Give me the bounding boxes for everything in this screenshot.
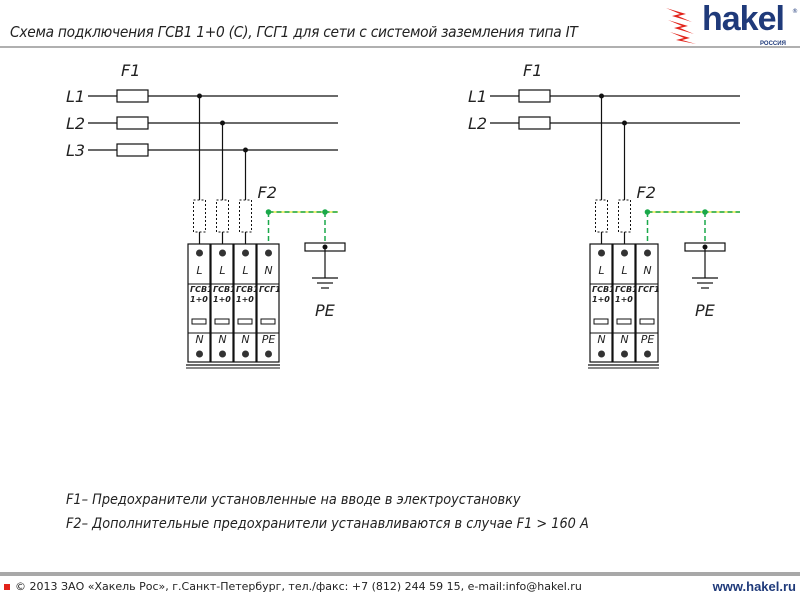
junction-dot (599, 93, 604, 99)
module-top-label: L (219, 264, 225, 277)
fuse-f1 (518, 89, 551, 103)
note-f1: F1– Предохранители установленные на ввод… (66, 492, 521, 508)
module-name: ГСВ1 (615, 285, 638, 294)
module-top-label: L (196, 264, 202, 277)
junction-dot (622, 120, 627, 126)
status-indicator (616, 318, 632, 325)
junction-dot (197, 93, 202, 99)
module-bottom-label: N (597, 333, 605, 346)
copyright-text: © 2013 ЗАО «Хакель Рос», г.Санкт-Петербу… (15, 580, 582, 593)
module-top-label: L (621, 264, 627, 277)
module-name: ГСВ1 (213, 285, 236, 294)
status-indicator (214, 318, 230, 325)
header-divider (0, 46, 800, 48)
lightning-icon (666, 8, 696, 44)
footer-divider (0, 572, 800, 576)
fuse-f2 (216, 199, 229, 233)
bullet-icon (4, 584, 10, 590)
fuse-f1 (116, 116, 149, 130)
terminal-icon (219, 350, 226, 358)
terminal-icon (621, 249, 628, 257)
fuse-f2 (618, 199, 631, 233)
terminal-icon (242, 249, 249, 257)
fuse-f1 (518, 116, 551, 130)
pe-label: PE (315, 301, 336, 320)
terminal-icon (242, 350, 249, 358)
status-indicator (639, 318, 655, 325)
module-name: ГСГ1 (259, 285, 281, 294)
notes: F1– Предохранители установленные на ввод… (66, 488, 589, 536)
fuse-f2-label: F2 (258, 183, 277, 202)
logo-wordmark: hakel (702, 0, 785, 38)
status-indicator (237, 318, 253, 325)
logo-registered: ® (792, 8, 798, 15)
junction-dot (644, 209, 651, 215)
module-bottom-label: N (620, 333, 628, 346)
fuse-f1-label: F1 (523, 61, 542, 80)
phase-label-l2: L2 (66, 114, 85, 133)
module-variant: 1+0 (615, 295, 633, 304)
page-title: Схема подключения ГСВ1 1+0 (С), ГСГ1 для… (10, 23, 578, 41)
logo-subtitle: РОССИЯ (760, 41, 786, 47)
phase-label-l3: L3 (66, 141, 85, 160)
phase-label-l2: L2 (468, 114, 487, 133)
status-indicator (260, 318, 276, 325)
website-link[interactable]: www.hakel.ru (712, 579, 796, 594)
terminal-icon (265, 249, 272, 257)
junction-dot (243, 147, 248, 153)
terminal-icon (598, 350, 605, 358)
module-name: ГСВ1 (236, 285, 259, 294)
status-indicator (593, 318, 609, 325)
module-variant: 1+0 (592, 295, 610, 304)
junction-dot (220, 120, 225, 126)
terminal-icon (598, 249, 605, 257)
pe-label: PE (695, 301, 716, 320)
fuse-f1-label: F1 (121, 61, 140, 80)
fuse-f2-label: F2 (637, 183, 656, 202)
footer-copyright: © 2013 ЗАО «Хакель Рос», г.Санкт-Петербу… (4, 580, 582, 593)
module-variant: 1+0 (213, 295, 231, 304)
module-bottom-label: N (241, 333, 249, 346)
junction-dot (265, 209, 272, 215)
status-indicator (191, 318, 207, 325)
fuse-f2 (239, 199, 252, 233)
terminal-icon (219, 249, 226, 257)
module-name: ГСГ1 (638, 285, 660, 294)
note-f2: F2– Дополнительные предохранители устана… (66, 516, 589, 532)
fuse-f1 (116, 89, 149, 103)
terminal-icon (621, 350, 628, 358)
terminal-icon (265, 350, 272, 358)
module-bottom-label: PE (641, 333, 655, 346)
module-variant: 1+0 (236, 295, 254, 304)
fuse-f2 (595, 199, 608, 233)
module-name: ГСВ1 (190, 285, 213, 294)
fuse-f1 (116, 143, 149, 157)
module-top-label: L (242, 264, 248, 277)
terminal-icon (644, 249, 651, 257)
phase-label-l1: L1 (66, 87, 85, 106)
module-bottom-label: N (218, 333, 226, 346)
module-bottom-label: N (195, 333, 203, 346)
module-bottom-label: PE (262, 333, 276, 346)
phase-label-l1: L1 (468, 87, 487, 106)
module-top-label: L (598, 264, 604, 277)
junction-dot (702, 209, 708, 215)
module-name: ГСВ1 (592, 285, 615, 294)
terminal-icon (196, 249, 203, 257)
module-top-label: N (264, 264, 272, 277)
junction-dot (322, 209, 328, 215)
terminal-icon (196, 350, 203, 358)
terminal-icon (644, 350, 651, 358)
module-top-label: N (643, 264, 651, 277)
hakel-logo[interactable]: hakel ® РОССИЯ (664, 0, 800, 47)
fuse-f2 (193, 199, 206, 233)
module-variant: 1+0 (190, 295, 208, 304)
